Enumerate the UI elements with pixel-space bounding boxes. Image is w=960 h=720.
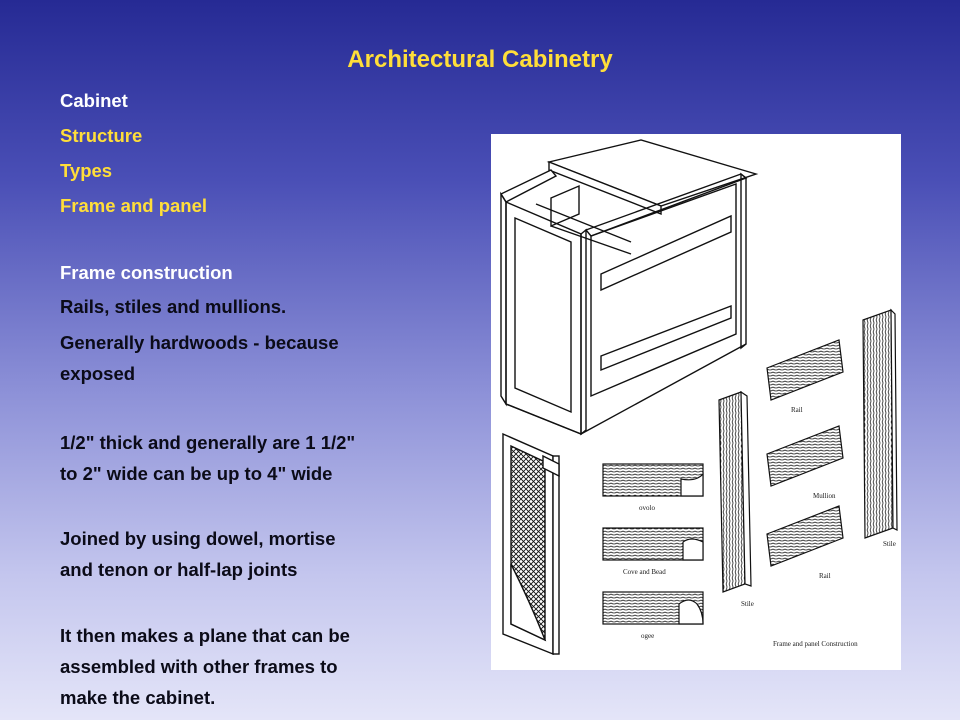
- label-cove-bead: Cove and Bead: [623, 568, 666, 576]
- label-stile-left: Stile: [741, 600, 754, 608]
- label-ovolo: ovolo: [639, 504, 655, 512]
- bullet-structure: Structure: [60, 125, 143, 146]
- bullet-hardwoods-1: Generally hardwoods - because: [60, 332, 339, 353]
- slide-title: Architectural Cabinetry: [347, 46, 613, 73]
- bullet-plane-3: make the cabinet.: [60, 687, 216, 708]
- bullet-hardwoods-2: exposed: [60, 363, 136, 384]
- bullet-joined-1: Joined by using dowel, mortise: [60, 528, 336, 549]
- profile-samples: [602, 463, 704, 625]
- bullet-thickness-2: to 2" wide can be up to 4" wide: [60, 463, 333, 484]
- bullet-plane-2: assembled with other frames to: [60, 656, 338, 677]
- bullet-rails-stiles: Rails, stiles and mullions.: [60, 296, 287, 317]
- bullet-frame-and-panel: Frame and panel: [60, 195, 208, 216]
- label-rail-bottom: Rail: [819, 572, 831, 580]
- label-stile-right: Stile: [883, 540, 896, 548]
- bullet-joined-2: and tenon or half-lap joints: [60, 559, 298, 580]
- label-rail-top: Rail: [791, 406, 803, 414]
- bullet-types: Types: [60, 160, 113, 181]
- illustration-drawing: ovolo Cove and Bead ogee Rail Mullion Ra…: [499, 139, 898, 656]
- frame-panel-illustration: ovolo Cove and Bead ogee Rail Mullion Ra…: [491, 134, 901, 670]
- bullet-frame-construction: Frame construction: [60, 262, 233, 283]
- bullet-cabinet: Cabinet: [60, 90, 128, 111]
- cabinet-drawing: [499, 139, 759, 436]
- figure-caption: Frame and panel Construction: [773, 640, 858, 648]
- door-frame-drawing: [502, 432, 560, 656]
- label-mullion: Mullion: [813, 492, 836, 500]
- bullet-plane-1: It then makes a plane that can be: [60, 625, 350, 646]
- label-ogee: ogee: [641, 632, 654, 640]
- stiles-rails: [718, 308, 898, 593]
- bullet-thickness-1: 1/2" thick and generally are 1 1/2": [60, 432, 356, 453]
